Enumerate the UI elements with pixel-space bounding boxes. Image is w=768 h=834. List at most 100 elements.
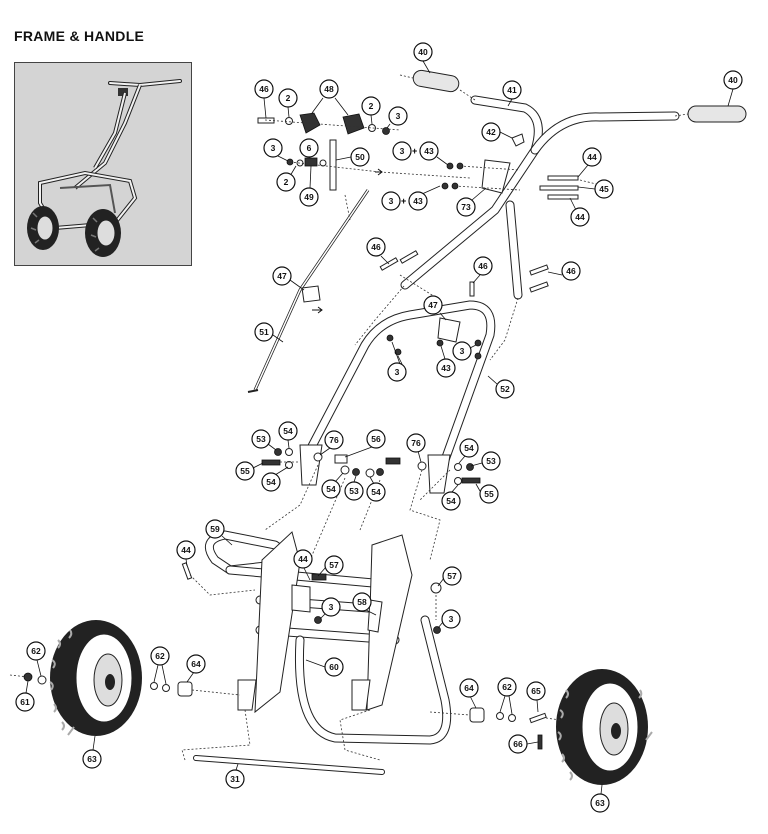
svg-text:54: 54 [326,484,336,494]
svg-text:44: 44 [298,554,308,564]
svg-text:64: 64 [191,659,201,669]
svg-text:2: 2 [284,177,289,187]
svg-text:44: 44 [587,152,597,162]
callout-44-top: 44 [577,147,602,178]
callout-44-lower-left: 44 [176,540,196,567]
svg-text:73: 73 [461,202,471,212]
callout-62-left-mid: 62 [150,646,170,685]
tire-picture [49,620,142,736]
svg-text:42: 42 [486,127,496,137]
svg-text:31: 31 [230,774,240,784]
callout-53-right: 53 [470,451,501,471]
callout-44-lower-mid: 44 [293,549,313,581]
svg-text:43: 43 [424,146,434,156]
svg-text:46: 46 [566,266,576,276]
callout-6: 6 [299,138,319,159]
svg-text:54: 54 [283,426,293,436]
svg-text:49: 49 [304,192,314,202]
callout-47-rod: 47 [272,266,305,291]
callout-50: 50 [335,147,370,167]
svg-text:3: 3 [396,111,401,121]
svg-text:55: 55 [484,489,494,499]
callout-54-right-bottom: 54 [441,484,461,511]
svg-text:57: 57 [329,560,339,570]
svg-text:64: 64 [464,683,474,693]
left-hub-hardware [23,672,193,697]
svg-text:63: 63 [595,798,605,808]
svg-text:46: 46 [371,242,381,252]
callout-2-top-right: 2 [361,96,381,125]
svg-text:63: 63 [87,754,97,764]
callout-44-right: 44 [569,197,590,227]
callout-51: 51 [254,322,284,343]
callout-3-lower-mid: 3 [319,597,341,620]
svg-text:76: 76 [411,438,421,448]
callout-76-right: 76 [406,433,426,463]
svg-text:40: 40 [418,47,428,57]
axle [193,755,385,775]
right-hub-hardware [469,707,547,750]
callout-53-center: 53 [344,475,364,501]
callout-2-left-mid: 2 [276,165,297,192]
callout-54-center-left: 54 [321,472,344,499]
callout-40-left: 40 [413,42,433,74]
callout-2-top-left: 2 [278,88,298,118]
svg-text:6: 6 [307,143,312,153]
svg-text:44: 44 [575,212,585,222]
callout-64-right: 64 [459,678,479,709]
bottom-frame [237,582,452,745]
svg-text:41: 41 [507,85,517,95]
callout-46-mid: 46 [472,256,493,284]
svg-text:52: 52 [500,384,510,394]
svg-text:59: 59 [210,524,220,534]
svg-text:58: 58 [357,597,367,607]
callout-53-left: 53 [251,429,277,451]
svg-text:46: 46 [259,84,269,94]
svg-text:3: 3 [400,146,405,156]
callout-56: 56 [344,429,386,458]
svg-text:60: 60 [329,662,339,672]
callout-76-left: 76 [319,430,344,456]
callout-58: 58 [352,592,377,616]
svg-text:43: 43 [413,196,423,206]
control-rod [247,189,370,393]
callout-40-right: 40 [723,70,743,107]
svg-text:47: 47 [428,300,438,310]
svg-text:55: 55 [240,466,250,476]
callout-3-frame-right: 3 [452,341,477,361]
callout-3-frame-left: 3 [387,341,407,382]
tire-picture [556,669,653,785]
svg-text:66: 66 [513,739,523,749]
callout-63-left: 63 [82,735,102,769]
svg-text:3: 3 [395,367,400,377]
callout-54-center-right: 54 [366,476,386,502]
svg-text:54: 54 [266,477,276,487]
callout-3-top: 3 [386,106,408,129]
svg-text:76: 76 [329,435,339,445]
svg-text:54: 54 [446,496,456,506]
callout-31: 31 [225,763,245,789]
svg-text:48: 48 [324,84,334,94]
callout-46-right: 46 [547,261,581,281]
svg-text:57: 57 [447,571,457,581]
svg-text:62: 62 [502,682,512,692]
spreader-overview-picture [27,79,182,257]
callout-55-right: 55 [475,483,499,504]
svg-text:46: 46 [478,261,488,271]
callout-57-mid: 57 [317,555,344,577]
callout-3-plus-43-lower-3: 3 [381,191,401,211]
callout-73: 73 [456,187,487,217]
callout-3-plus-43-upper-3: 3 [392,141,412,161]
callout-64-left: 64 [186,654,206,683]
plus-sign: + [401,196,406,206]
callout-66: 66 [508,734,539,754]
svg-text:54: 54 [464,443,474,453]
callout-61: 61 [15,680,35,712]
svg-text:53: 53 [256,434,266,444]
svg-text:2: 2 [286,93,291,103]
callout-55-left: 55 [235,461,264,481]
svg-text:62: 62 [31,646,41,656]
callout-54-left-bottom: 54 [261,466,289,492]
overview-inset [14,62,192,266]
